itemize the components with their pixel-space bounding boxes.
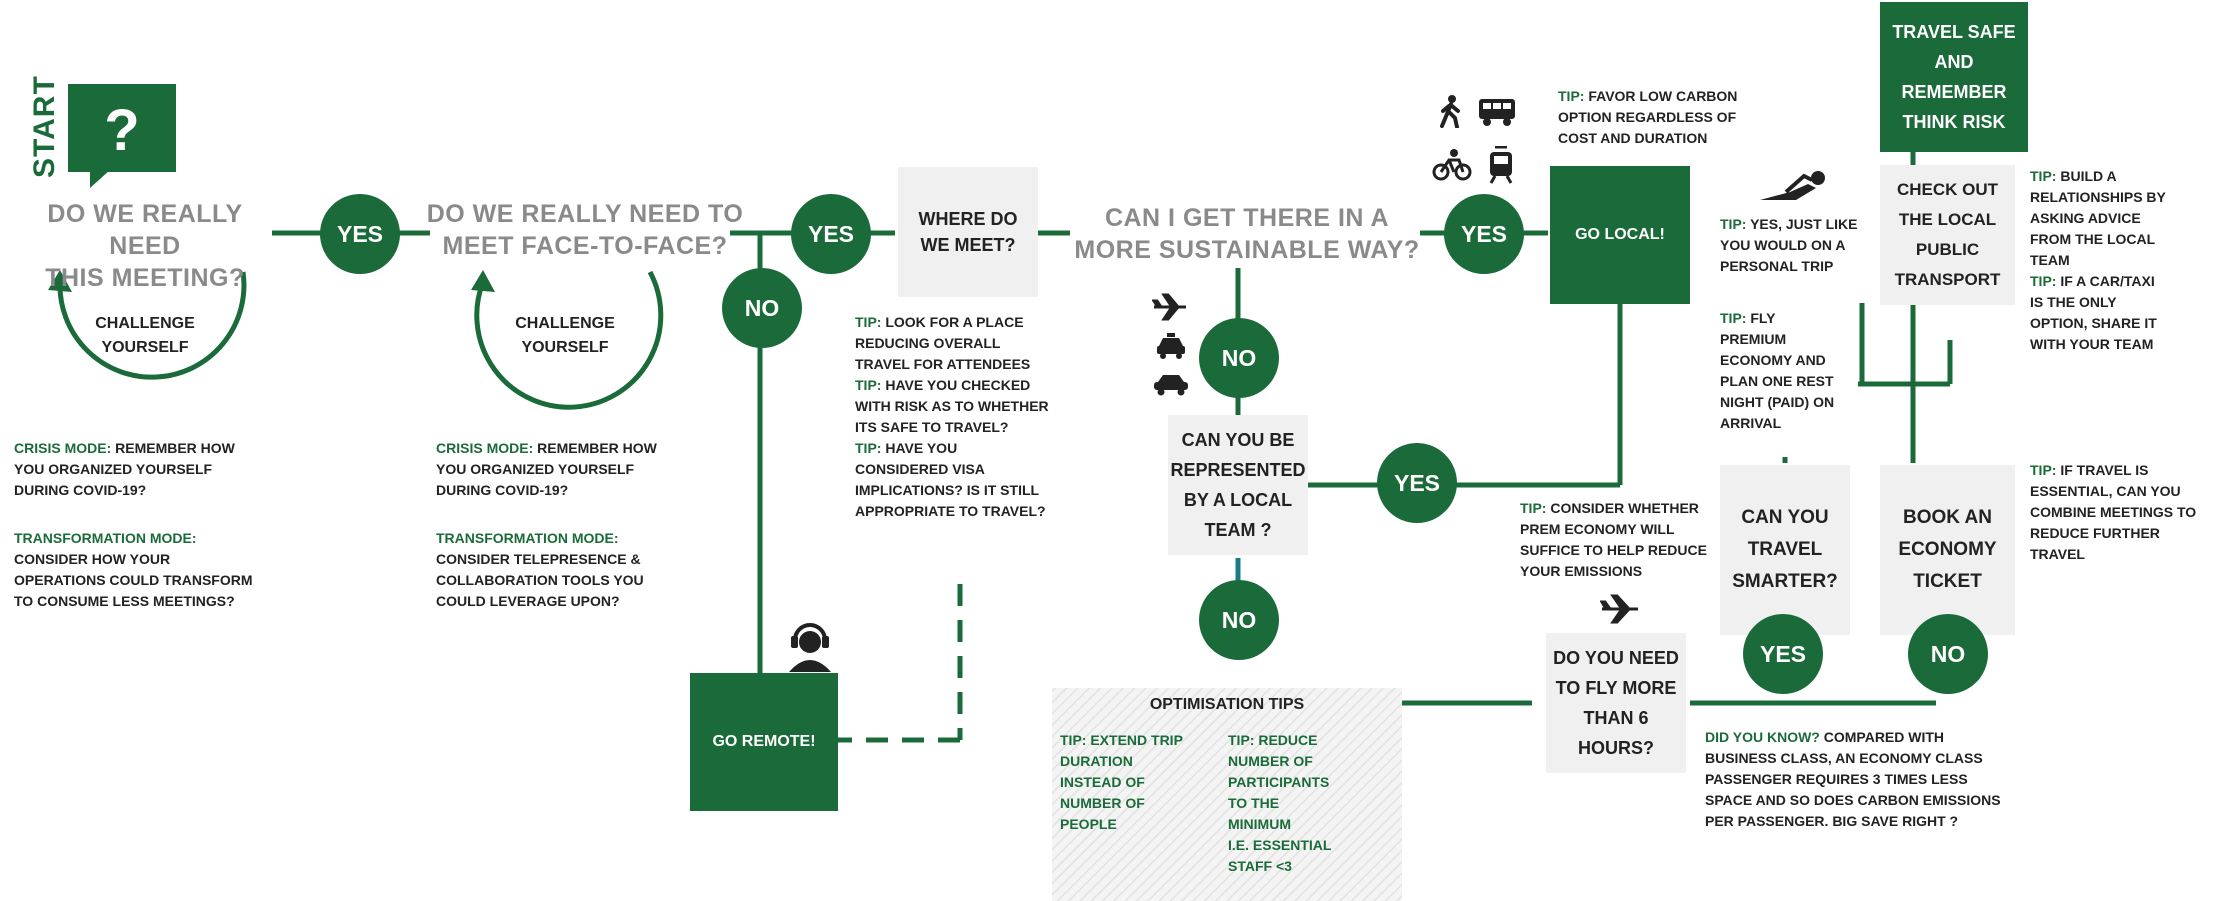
walk-icon <box>1437 94 1463 129</box>
no-circle-remote: NO <box>722 268 802 348</box>
did-you-know-note: DID YOU KNOW? COMPARED WITH BUSINESS CLA… <box>1705 729 2001 829</box>
go-remote-box: GO REMOTE! <box>690 673 838 811</box>
go-local-box: GO LOCAL! <box>1550 166 1690 304</box>
yes-circle-represented: YES <box>1377 443 1457 523</box>
no-circle-economy: NO <box>1908 614 1988 694</box>
optimisation-panel: OPTIMISATION TIPS TIP: EXTEND TRIP DURAT… <box>1052 688 1402 901</box>
yes-circle-3: YES <box>1444 194 1524 274</box>
optimisation-title: OPTIMISATION TIPS <box>1149 696 1305 713</box>
crisis-mode-tip-2: CRISIS MODE: REMEMBER HOW YOU ORGANIZED … <box>436 440 657 498</box>
headset-icon <box>785 618 835 672</box>
bus-icon <box>1477 97 1517 127</box>
low-carbon-tip: TIP: FAVOR LOW CARBON OPTION REGARDLESS … <box>1558 88 1738 146</box>
start-label: START <box>28 75 61 178</box>
yes-circle-2: YES <box>791 194 871 274</box>
yes-circle-1: YES <box>320 194 400 274</box>
tram-icon <box>1487 145 1515 184</box>
car-icon <box>1152 372 1190 396</box>
no-circle-sustainable: NO <box>1199 318 1279 398</box>
crisis-mode-tip-1: CRISIS MODE: REMEMBER HOW YOU ORGANIZED … <box>14 440 235 498</box>
transformation-mode-tip-2: TRANSFORMATION MODE: CONSIDER TELEPRESEN… <box>436 530 644 609</box>
yes-circle-smarter: YES <box>1743 614 1823 694</box>
relax-icon <box>1756 170 1830 204</box>
plane-icon <box>1151 293 1188 321</box>
svg-text:?: ? <box>104 98 139 163</box>
plane-icon-fly <box>1599 594 1640 624</box>
bike-icon <box>1432 148 1472 182</box>
question-icon: ? <box>68 84 176 188</box>
no-circle-represented: NO <box>1199 580 1279 660</box>
taxi-icon <box>1155 332 1187 360</box>
